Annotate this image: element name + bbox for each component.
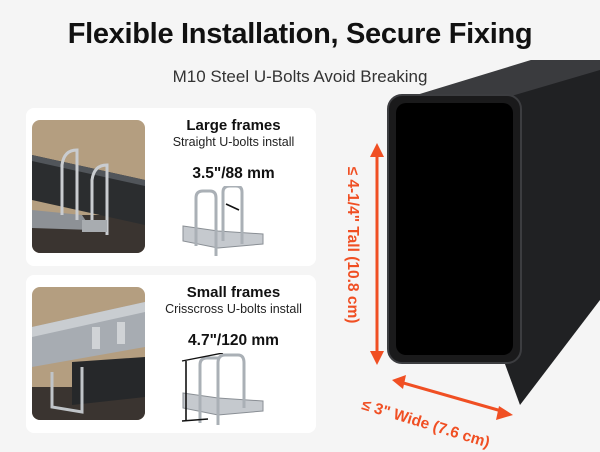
page-subtitle: M10 Steel U-Bolts Avoid Breaking [172,67,428,86]
straight-u-bolt-icon [182,186,264,256]
height-label: ≤ 4-1/4" Tall (10.8 cm) [344,166,361,324]
card-heading: Small frames [186,284,281,301]
width-arrow [392,375,513,420]
small-frame-photo [32,287,145,420]
steel-tube-image [370,60,600,420]
large-frame-photo [32,120,145,253]
crisscross-u-bolt-icon [181,353,264,425]
card-measurement: 3.5"/88 mm [192,165,275,182]
card-subheading: Straight U-bolts install [172,135,295,149]
height-arrow [370,143,384,365]
card-subheading: Crisscross U-bolts install [165,302,302,316]
page-title: Flexible Installation, Secure Fixing [67,18,533,50]
large-frames-card: Large frames Straight U-bolts install 3.… [26,108,316,266]
card-heading: Large frames [186,117,281,134]
small-frames-card: Small frames Crisscross U-bolts install … [26,275,316,433]
card-measurement: 4.7"/120 mm [188,332,279,349]
